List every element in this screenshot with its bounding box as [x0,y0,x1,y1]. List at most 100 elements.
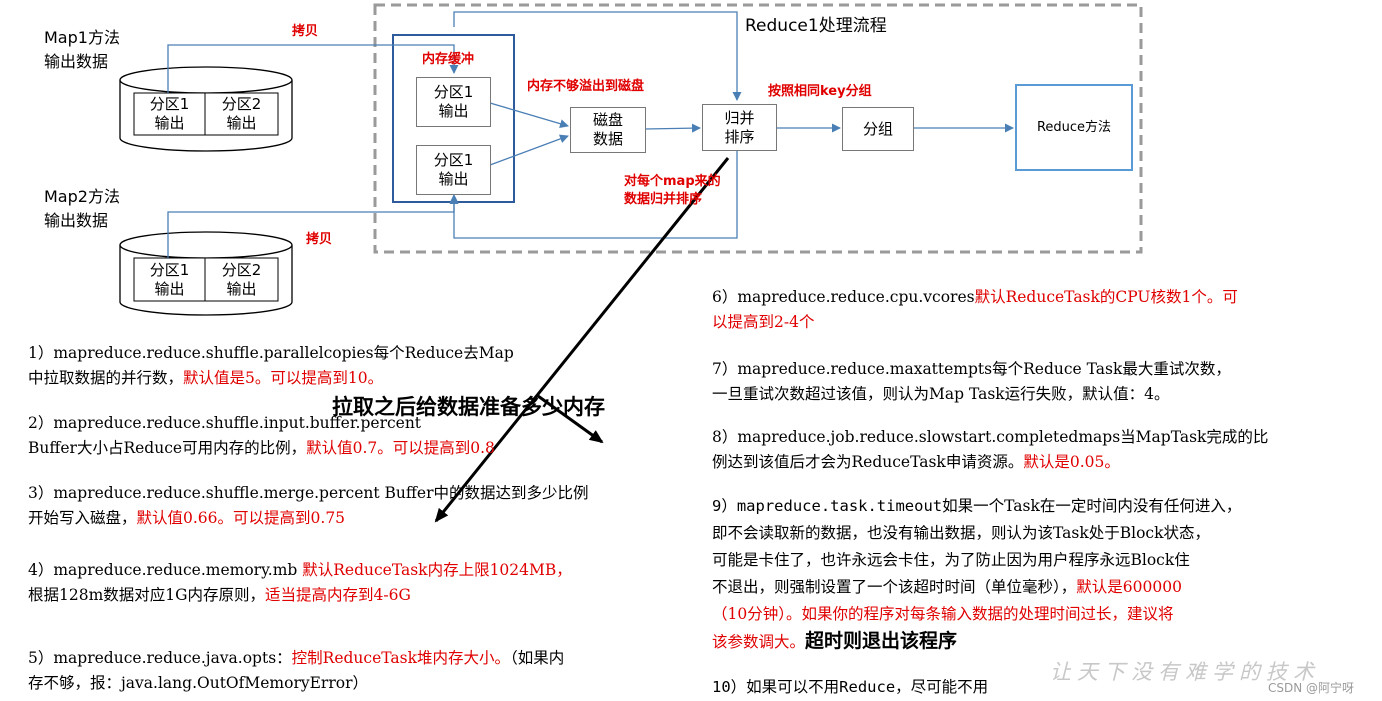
note-text: 例达到该值后才会为ReduceTask申请资源。 [712,453,1024,471]
note-text: 如果一个Task在一定时间内没有任何进入， [942,497,1242,515]
disk-sub: 数据 [592,130,623,148]
note-highlight: 以提高到2-4个 [712,313,815,331]
disk-data-box: 磁盘 数据 [570,107,646,153]
note-line: 2）mapreduce.reduce.shuffle.input.buffer.… [28,411,495,436]
map1-label-line2: 输出数据 [44,52,109,71]
param-note-6: 6）mapreduce.reduce.cpu.vcores默认ReduceTas… [712,285,1238,335]
note-text: （如果内 [510,649,565,667]
map1-label-line1: Map1方法 [44,28,120,47]
note-line: 5）mapreduce.reduce.java.opts：控制ReduceTas… [28,646,564,671]
param-note-3: 3）mapreduce.reduce.shuffle.merge.percent… [28,481,589,531]
note-text: 2）mapreduce.reduce.shuffle.input.buffer.… [28,414,422,432]
note-text: 超时则退出该程序 [805,630,958,652]
map1-partition-1: 分区1 输出 [134,95,205,133]
partition-label: 分区1 [149,95,190,113]
param-note-5: 5）mapreduce.reduce.java.opts：控制ReduceTas… [28,646,564,696]
param-note-8: 8）mapreduce.job.reduce.slowstart.complet… [712,425,1268,475]
note-highlight: 该参数调大。 [712,633,806,651]
merge-note-line2: 数据归并排序 [624,192,703,207]
note-text: 不退出，则强制设置了一个该超时时间（单位毫秒）， [712,578,1077,596]
note-line: 例达到该值后才会为ReduceTask申请资源。默认是0.05。 [712,450,1268,475]
note-text: 3）mapreduce.reduce.shuffle.merge.percent… [28,484,589,502]
note-text: 存不够，报：java.lang.OutOfMemoryError） [28,674,368,692]
note-text: 10）如果可以不用Reduce，尽可能不用 [712,678,989,696]
note-line: 7）mapreduce.reduce.maxattempts每个Reduce T… [712,357,1231,382]
note-text: 8）mapreduce.job.reduce.slowstart.complet… [712,428,1121,446]
copy-arrow-top [167,44,459,93]
note-text: 当MapTask完成的比 [1120,428,1269,446]
partition-sub: 输出 [438,170,469,188]
disk-label: 磁盘 [592,111,623,129]
reduce-method-box: Reduce方法 [1015,84,1133,171]
note-text: 根据128m数据对应1G内存原则， [28,586,266,604]
disk-to-merge-arrow [644,123,701,133]
note-line: 不退出，则强制设置了一个该超时时间（单位毫秒），默认是600000 [712,574,1241,601]
note-line: 9）mapreduce.task.timeout如果一个Task在一定时间内没有… [712,493,1241,520]
callout-arrow-branch [537,394,604,444]
note-line: 该参数调大。超时则退出该程序 [712,628,1241,656]
partition-sub: 输出 [226,280,257,298]
map2-partition-2: 分区2 输出 [205,261,278,299]
spill-arrow-1 [489,102,569,129]
memory-buffer-label: 内存缓冲 [422,52,475,67]
copy-label-top: 拷贝 [292,24,319,39]
note-line: 开始写入磁盘，默认值0.66。可以提高到0.75 [28,506,589,531]
spill-arrow-2 [489,134,569,166]
param-note-2: 2）mapreduce.reduce.shuffle.input.buffer.… [28,411,495,461]
note-text: 即不会读取新的数据，也没有输出数据，则认为该Task处于Block状态， [712,524,1210,542]
note-line: 6）mapreduce.reduce.cpu.vcores默认ReduceTas… [712,285,1238,310]
reduce1-frame [373,3,1143,254]
note-highlight: 适当提高内存到4-6G [265,586,411,604]
note-line: 一旦重试次数超过该值，则认为Map Task运行失败，默认值：4。 [712,382,1231,407]
note-line: 1）mapreduce.reduce.shuffle.parallelcopie… [28,341,514,366]
note-text: 6）mapreduce.reduce.cpu.vcores [712,288,975,306]
note-highlight: 默认值0.7。可以提高到0.8 [306,439,495,457]
map2-label-line2: 输出数据 [44,211,109,230]
partition-sub: 输出 [226,114,257,132]
partition-label: 分区1 [433,83,474,101]
buffer-partition-1: 分区1 输出 [416,77,491,127]
note-text: 9）mapreduce.task.timeout [712,497,943,515]
param-note-9: 9）mapreduce.task.timeout如果一个Task在一定时间内没有… [712,493,1241,656]
map2-partition-1: 分区1 输出 [134,261,205,299]
note-text: 7）mapreduce.reduce.maxattempts每个Reduce T… [712,360,1231,378]
note-text: 5）mapreduce.reduce.java.opts： [28,649,292,667]
note-highlight: 默认是600000 [1076,578,1182,596]
note-line: 3）mapreduce.reduce.shuffle.merge.percent… [28,481,589,506]
note-highlight: 默认ReduceTask的CPU核数1个。可 [974,288,1238,306]
note-line: （10分钟）。如果你的程序对每条输入数据的处理时间过长，建议将 [712,601,1241,628]
note-line: 可能是卡住了，也许永远会卡住，为了防止因为用户程序永远Block住 [712,547,1241,574]
watermark-text: 让天下没有难学的技术 [1050,660,1320,684]
merge-label: 归并 [724,108,755,127]
note-highlight: （10分钟）。如果你的程序对每条输入数据的处理时间过长，建议将 [712,605,1174,623]
partition-label: 分区2 [221,95,262,113]
note-text: 1）mapreduce.reduce.shuffle.parallelcopie… [28,344,514,362]
partition-label: 分区2 [221,261,262,279]
loop-arrow-bottom [449,150,738,239]
merge-sort-box: 归并 排序 [702,104,777,151]
note-line: 根据128m数据对应1G内存原则，适当提高内存到4-6G [28,583,572,608]
param-note-7: 7）mapreduce.reduce.maxattempts每个Reduce T… [712,357,1231,407]
note-text: 一旦重试次数超过该值，则认为Map Task运行失败，默认值：4。 [712,385,1170,403]
note-line: 存不够，报：java.lang.OutOfMemoryError） [28,671,564,696]
note-highlight: 默认是0.05。 [1023,453,1120,471]
note-line: 10）如果可以不用Reduce，尽可能不用 [712,675,988,700]
merge-sub: 排序 [724,127,755,146]
partition-sub: 输出 [438,102,469,120]
note-line: 4）mapreduce.reduce.memory.mb 默认ReduceTas… [28,558,572,583]
merge-note-line1: 对每个map来的 [624,174,721,189]
callout-arrow-main [434,157,730,523]
note-highlight: 默认ReduceTask内存上限1024MB， [302,561,572,579]
group-by-key-label: 按照相同key分组 [768,84,872,99]
copy-label-bottom: 拷贝 [306,232,333,247]
partition-label: 分区1 [149,261,190,279]
note-line: 即不会读取新的数据，也没有输出数据，则认为该Task处于Block状态， [712,520,1241,547]
note-text: 4）mapreduce.reduce.memory.mb [28,561,303,579]
map2-label-line1: Map2方法 [44,187,120,206]
partition-label: 分区1 [433,151,474,169]
param-note-1: 1）mapreduce.reduce.shuffle.parallelcopie… [28,341,514,391]
note-line: 中拉取数据的并行数，默认值是5。可以提高到10。 [28,366,514,391]
map1-partition-2: 分区2 输出 [205,95,278,133]
map2-cylinder [119,231,293,316]
